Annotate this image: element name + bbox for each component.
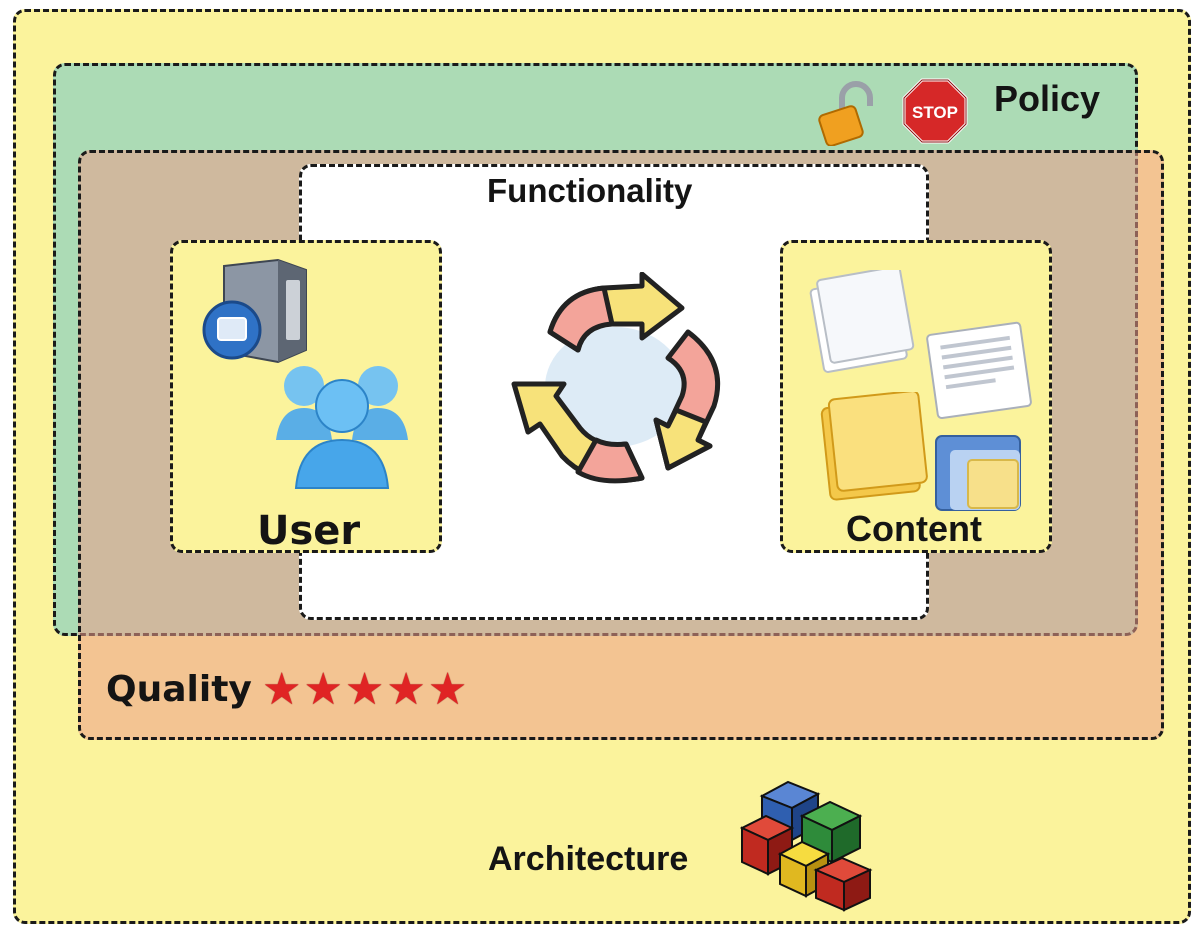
stop-sign-text: STOP xyxy=(912,103,958,122)
user-label: User xyxy=(257,508,361,554)
server-icon xyxy=(202,258,307,364)
folder-icon xyxy=(820,392,1021,511)
content-label: Content xyxy=(846,508,982,549)
policy-label: Policy xyxy=(994,78,1101,119)
star-icon: ★ xyxy=(344,665,385,714)
star-icon: ★ xyxy=(303,665,343,714)
recycle-arrows-icon xyxy=(511,272,721,484)
quality-rating-stars: ★ ★ ★ ★ ★ xyxy=(262,668,467,712)
padlock-icon xyxy=(818,81,873,146)
quality-label: Quality xyxy=(106,669,252,710)
building-blocks-icon xyxy=(740,780,873,912)
documents-icon xyxy=(809,270,1032,420)
functionality-label: Functionality xyxy=(487,172,693,209)
star-icon: ★ xyxy=(386,665,426,714)
stop-sign-icon: STOP xyxy=(902,78,968,144)
star-icon: ★ xyxy=(427,665,468,714)
star-icon: ★ xyxy=(262,665,302,714)
architecture-label: Architecture xyxy=(488,840,689,878)
user-group-icon xyxy=(276,366,408,489)
